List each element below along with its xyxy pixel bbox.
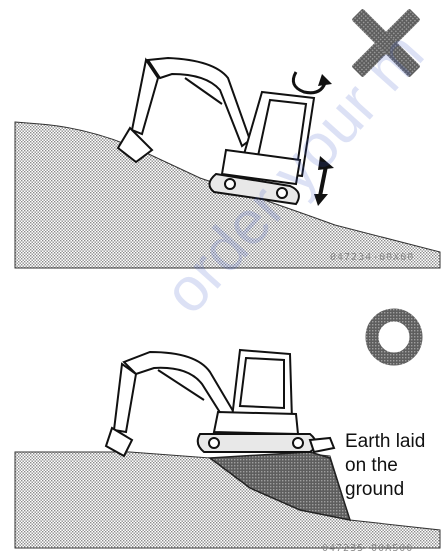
caption-line: Earth laid bbox=[345, 430, 425, 454]
ring-icon bbox=[372, 315, 416, 359]
caption-line: ground bbox=[345, 478, 425, 502]
top-figure-code: 047234-00X00 bbox=[330, 252, 414, 263]
caption-line: on the bbox=[345, 454, 425, 478]
bottom-figure-code: 047235-00AS00 bbox=[322, 543, 413, 554]
excavator-level bbox=[106, 350, 334, 456]
earth-laid-caption: Earth laid on the ground bbox=[345, 430, 425, 502]
